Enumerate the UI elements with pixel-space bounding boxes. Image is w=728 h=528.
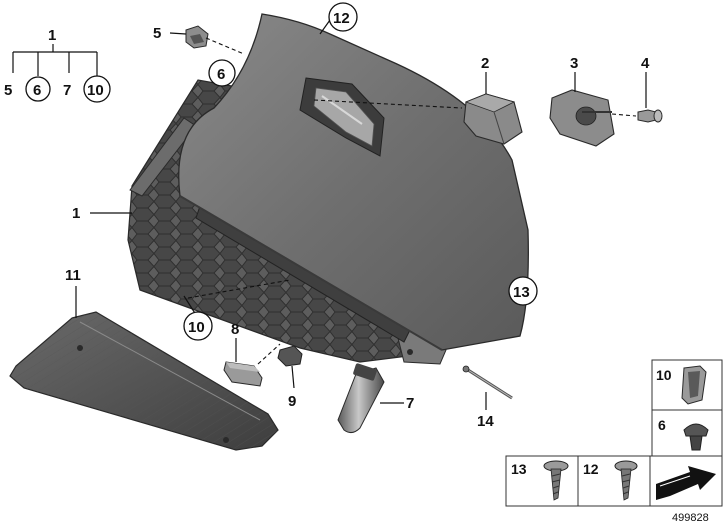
block-part-8 (223, 361, 263, 387)
diagram-id: 499828 (672, 512, 709, 524)
tree-child-label: 7 (63, 82, 71, 99)
callout-11: 11 (65, 267, 81, 284)
legend-label-plug: 6 (658, 417, 666, 433)
callout-6: 6 (217, 66, 225, 83)
pin-part-4 (637, 109, 663, 123)
callout-10: 10 (188, 319, 205, 336)
screw-12-icon (614, 460, 638, 501)
callout-ring-12 (328, 2, 358, 32)
screw-13-icon (543, 460, 569, 501)
callout-ring-6 (208, 59, 236, 87)
screw-part-14 (462, 365, 513, 400)
lock-housing-part-3 (549, 89, 615, 147)
legend-label-clip: 10 (656, 367, 672, 383)
callout-1: 1 (72, 205, 80, 222)
callout-7: 7 (406, 395, 414, 412)
lamp-part-7 (337, 363, 385, 434)
floor-mat-part (9, 311, 279, 451)
callout-13: 13 (513, 284, 530, 301)
callout-14: 14 (477, 413, 494, 430)
parts-tree: 1 5 6 7 10 (4, 27, 111, 103)
legend-label-screw-13: 13 (511, 461, 527, 477)
callouts: 1 2 3 4 5 6 7 8 9 10 11 12 13 14 (65, 2, 650, 430)
callout-2: 2 (481, 55, 489, 72)
clip-icon (681, 365, 707, 405)
bracket-part-9 (277, 345, 303, 367)
lock-cover-part-2 (463, 93, 523, 145)
callout-9: 9 (288, 393, 296, 410)
callout-4: 4 (641, 55, 650, 72)
callout-8: 8 (231, 321, 239, 338)
plug-icon (683, 423, 709, 451)
tree-parent-label: 1 (48, 27, 56, 44)
tree-child-label: 5 (4, 82, 12, 99)
callout-ring-13 (508, 276, 538, 306)
callout-5: 5 (153, 25, 161, 42)
legend-box-screw-12 (577, 455, 651, 507)
legend-label-screw-12: 12 (583, 461, 599, 477)
tree-child-label: 10 (87, 82, 104, 99)
fastener-legend: 10 6 13 12 (505, 359, 723, 507)
leader-lines (75, 19, 647, 410)
clip-part-5 (185, 25, 209, 49)
tree-circled-marker (83, 75, 111, 103)
callout-12: 12 (333, 10, 350, 27)
callout-3: 3 (570, 55, 578, 72)
tree-child-label: 6 (33, 82, 41, 99)
callout-ring-10 (183, 311, 213, 341)
direction-arrow-icon (656, 466, 716, 500)
tree-circled-marker (25, 76, 51, 102)
